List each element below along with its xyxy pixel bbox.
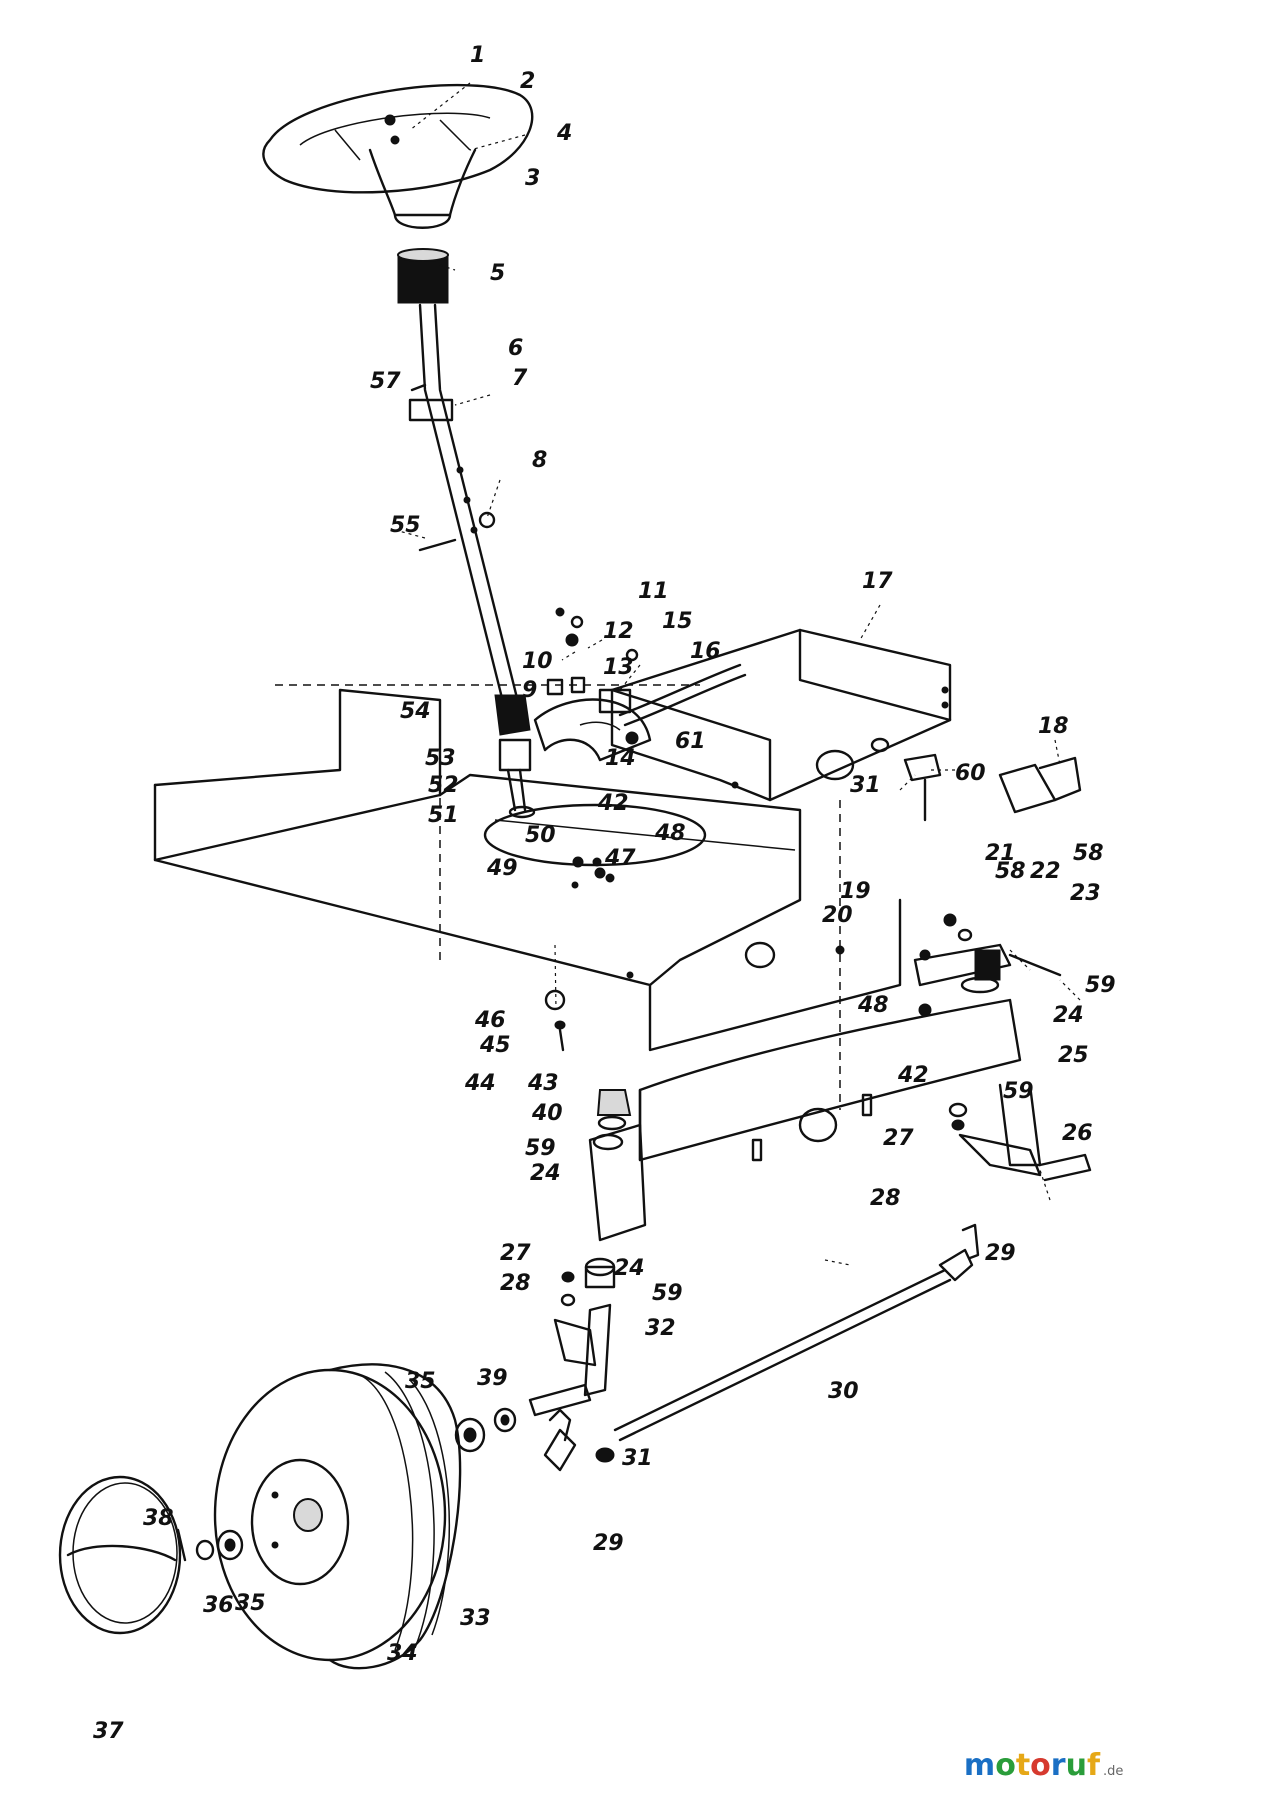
part-label: 54 [400,699,431,724]
part-label: 59 [652,1281,683,1306]
part-label: 51 [428,803,459,828]
steering-bracket [610,628,952,802]
part-label: 6 [508,336,523,361]
part-label: 18 [1038,714,1069,739]
steering-shaft [408,303,522,712]
part-label: 9 [522,678,537,703]
part-label: 57 [370,369,401,394]
part-label: 31 [622,1446,653,1471]
part-label: 29 [985,1241,1016,1266]
part-label: 38 [143,1506,174,1531]
part-label: 55 [390,513,421,538]
part-label: 52 [428,773,459,798]
part-label: 5 [490,261,505,286]
hubcap [58,1475,182,1635]
part-label: 36 [203,1593,234,1618]
spindle-right [958,1083,1092,1182]
part-label: 28 [500,1271,531,1296]
part-label: 60 [955,761,986,786]
part-label: 46 [474,1008,506,1033]
part-label: 59 [1003,1079,1034,1104]
wheel-bearings [176,1407,517,1562]
watermark-brand: motoruf [964,1748,1101,1783]
part-label: 11 [638,579,669,604]
chassis-frame [153,684,902,1110]
part-label: 35 [405,1369,436,1394]
part-label: 59 [1085,973,1116,998]
part-label: 27 [883,1126,914,1151]
part-label: 43 [527,1071,559,1096]
part-label: 3 [525,166,540,191]
part-label: 15 [662,609,693,634]
part-label: 22 [1030,859,1061,884]
wire-harness [618,663,747,727]
part-label: 47 [604,846,636,871]
part-label: 37 [93,1719,124,1744]
fasteners [410,383,973,1131]
part-label: 16 [690,639,721,664]
part-label: 2 [520,69,535,94]
front-axle [588,976,1022,1242]
part-label: 58 [995,859,1026,884]
part-label: 13 [603,655,634,680]
part-label: 34 [387,1641,418,1666]
part-label: 20 [822,903,853,928]
part-label: 14 [605,746,636,771]
part-label: 44 [464,1071,496,1096]
part-label: 27 [500,1241,531,1266]
part-label: 17 [862,569,893,594]
part-label: 32 [645,1316,676,1341]
drag-link-ball-joint [903,753,942,1017]
part-label: 42 [897,1063,929,1088]
part-label: 8 [532,448,547,473]
part-label: 1 [470,43,485,68]
part-label: 23 [1070,881,1101,906]
pivot-bolt [998,756,1082,814]
front-wheel [213,1363,462,1670]
spindle-left [528,1089,632,1417]
part-label: 53 [425,746,456,771]
pinion-assembly [494,694,536,819]
part-label: 33 [460,1606,491,1631]
watermark-tld: .de [1103,1764,1123,1779]
part-label: 29 [593,1531,624,1556]
part-label: 25 [1058,1043,1089,1068]
part-label: 4 [556,121,572,146]
part-label: 24 [530,1161,561,1186]
part-label: 50 [525,823,556,848]
part-label: 26 [1062,1121,1093,1146]
part-label: 42 [597,791,629,816]
part-label: 59 [525,1136,556,1161]
part-label: 21 [985,841,1016,866]
part-label: 10 [522,649,553,674]
part-label: 31 [850,773,881,798]
part-label: 7 [512,366,528,391]
part-label: 58 [1073,841,1104,866]
watermark: motoruf .de [964,1748,1123,1783]
part-label: 49 [486,856,518,881]
part-label: 61 [675,729,706,754]
part-label: 45 [479,1033,511,1058]
part-label: 35 [235,1591,266,1616]
part-label: 48 [654,821,686,846]
part-label: 30 [828,1379,859,1404]
tie-rod [543,1223,980,1472]
part-label: 40 [531,1101,563,1126]
part-label: 12 [603,619,634,644]
part-label: 48 [857,993,889,1018]
pivot-arm-right [913,943,1062,987]
part-label: 39 [477,1366,508,1391]
leader-lines [394,82,1081,1266]
steering-wheel [262,83,534,229]
part-label: 28 [870,1186,901,1211]
part-label: 24 [614,1256,645,1281]
part-label: 24 [1053,1003,1084,1028]
part-label: 19 [840,879,871,904]
steering-cap [397,248,449,304]
